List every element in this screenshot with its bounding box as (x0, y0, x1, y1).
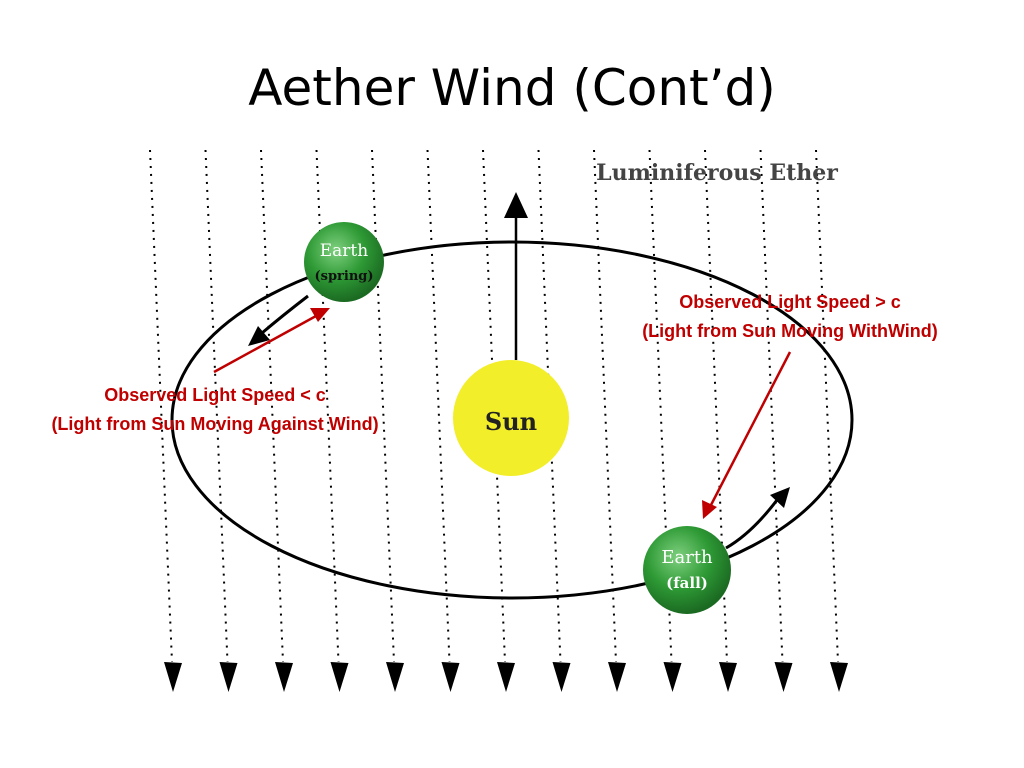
faster-pointer-line (709, 351, 792, 506)
earth-spring-name: Earth (320, 241, 369, 261)
orbit-direction-arrowhead-spring (248, 326, 270, 346)
ether-wind-line (371, 149, 395, 663)
annotation-slower-line1: Observed Light Speed < c (104, 385, 326, 405)
slower-pointer-arrowhead (310, 308, 330, 322)
orbit-direction-arrowhead-fall (770, 487, 790, 508)
slower-pointer-line (213, 314, 317, 374)
annotation-faster: Observed Light Speed > c (Light from Sun… (590, 288, 990, 346)
ether-wind-arrowhead (774, 662, 793, 692)
orbit-direction-arrow-fall (725, 499, 779, 550)
earth-fall-name: Earth (661, 547, 713, 568)
ether-wind-line (704, 149, 728, 663)
ether-wind-arrowhead (275, 662, 293, 692)
ether-wind-arrowhead (219, 662, 238, 692)
ether-wind-line (260, 149, 284, 663)
orbit-direction-arrow-spring (261, 294, 309, 335)
earth-spring-season: (spring) (314, 269, 373, 284)
ether-wind-arrowhead (830, 662, 848, 692)
earth-fall-season: (fall) (666, 574, 708, 592)
annotation-faster-line2: (Light from Sun Moving WithWind) (642, 321, 938, 341)
ether-wind-line (149, 149, 173, 663)
ether-wind-line (593, 149, 617, 663)
ether-wind-line (648, 149, 673, 663)
ether-wind-line (426, 149, 451, 663)
ether-wind-arrowhead (497, 662, 515, 692)
slide-title: Aether Wind (Cont’d) (248, 59, 776, 117)
earth-spring (304, 222, 384, 302)
annotation-faster-line1: Observed Light Speed > c (679, 292, 901, 312)
ether-wind-arrowhead (164, 662, 182, 692)
ether-wind-arrowhead (441, 662, 460, 692)
ether-wind-arrowhead (719, 662, 737, 692)
sun-label: Sun (485, 407, 537, 436)
ether-wind-arrowhead (330, 662, 349, 692)
ether-wind-arrowhead (663, 662, 682, 692)
earth-fall (643, 526, 731, 614)
ether-wind-arrowhead (608, 662, 626, 692)
earth-orbit (170, 240, 854, 600)
ether-wind-arrowhead (386, 662, 404, 692)
sun (453, 360, 569, 476)
ether-wind-line (204, 149, 229, 663)
annotation-slower: Observed Light Speed < c (Light from Sun… (0, 381, 430, 439)
ether-wind-line (759, 149, 784, 663)
ether-wind-line (315, 149, 340, 663)
ether-label: Luminiferous Ether (596, 160, 838, 186)
ether-wind-arrowhead (552, 662, 571, 692)
sun-motion-arrowhead (504, 192, 528, 218)
faster-pointer-arrowhead (702, 500, 717, 519)
annotation-slower-line2: (Light from Sun Moving Against Wind) (51, 414, 379, 434)
ether-wind-line (815, 149, 839, 663)
